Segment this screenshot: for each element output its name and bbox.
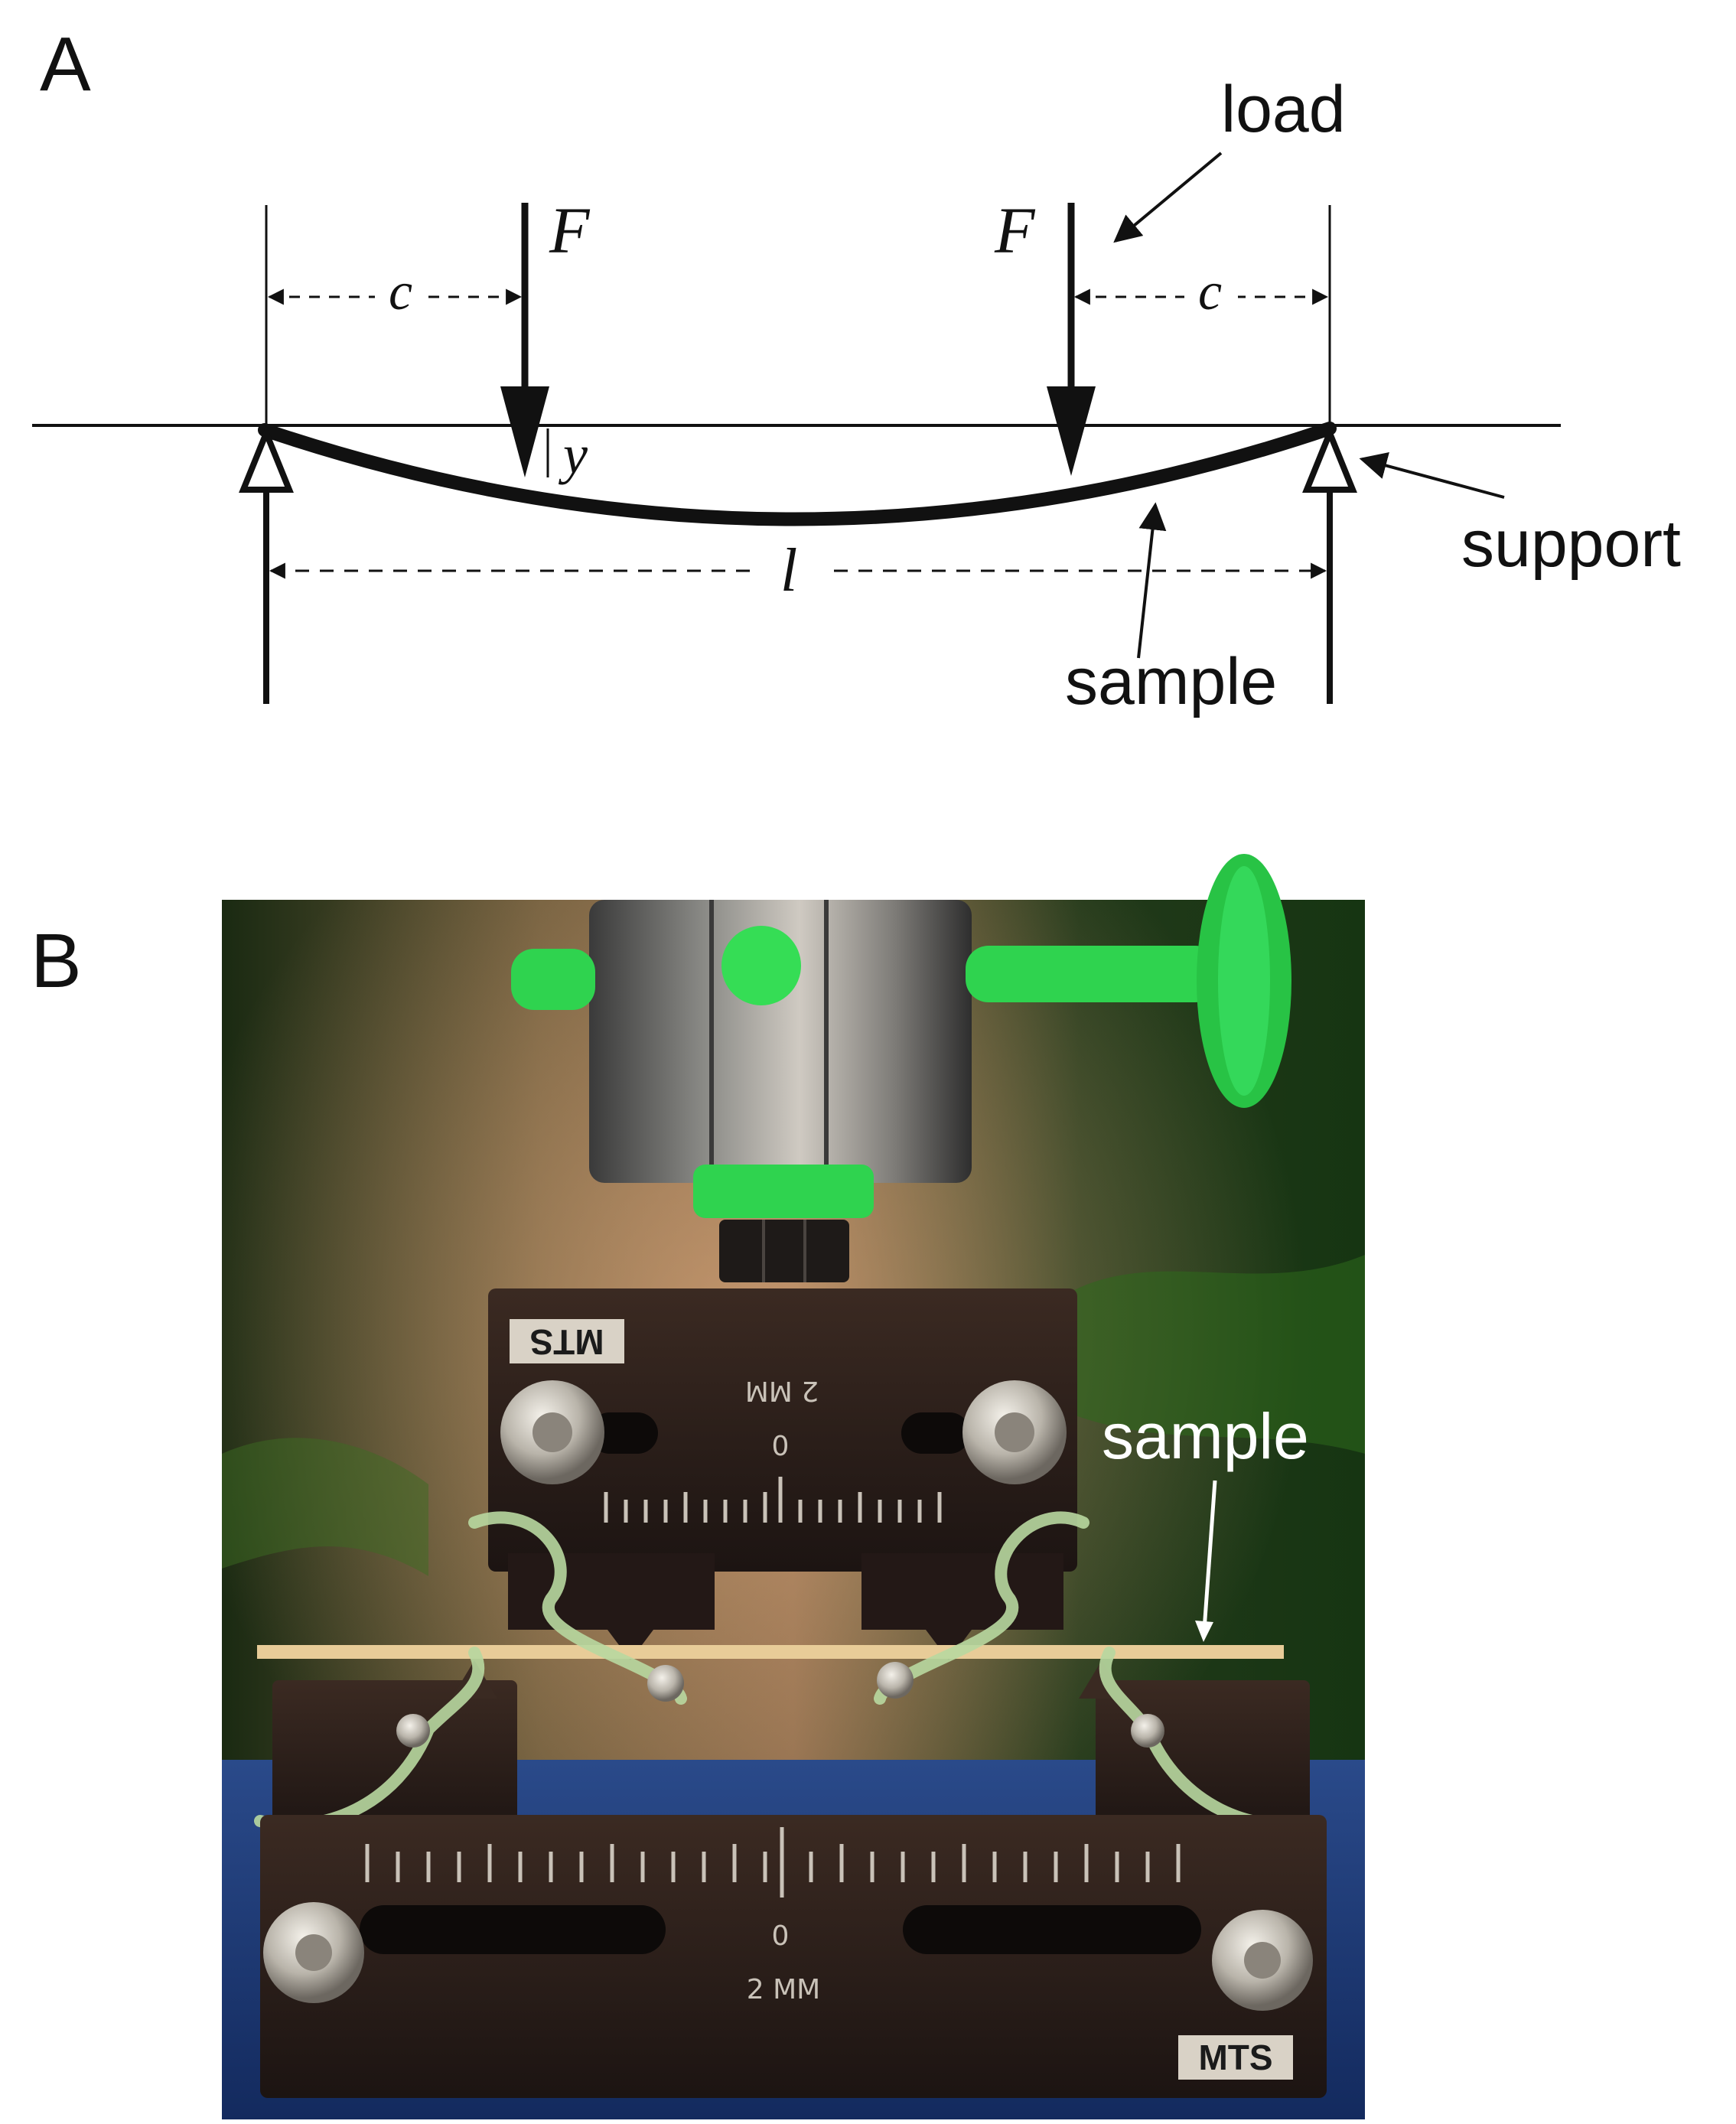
upper-scale-zero: 0 [772,1431,790,1462]
upper-scale-unit: 2 MM [745,1375,819,1406]
span-label-gap [757,536,826,604]
green-pin-left [511,949,595,1010]
lower-scale-zero: 0 [772,1920,790,1952]
lower-bolt-right-socket [1244,1942,1281,1979]
band-pin-4 [1131,1714,1164,1748]
sample-callout-label: sample [1065,645,1277,718]
left-offset-label-gap [375,264,428,325]
band-pin-2 [877,1662,914,1699]
support-callout-label: support [1461,507,1681,581]
photo-sample-arrowhead [1195,1621,1213,1642]
panel-b-letter: B [31,918,82,1004]
green-knob-center [721,926,801,1005]
deflected-sample-beam [258,422,1337,526]
upper-loading-nose-right [861,1553,1063,1660]
green-pin-right [966,946,1218,1002]
photo-sample-arrow [1202,1480,1217,1630]
upper-bolt-left-socket [533,1412,572,1452]
deflection-label: y [558,424,588,485]
background-green-swirl [1056,1255,1365,1454]
panel-a-letter: A [40,21,91,107]
right-offset-label-gap [1184,264,1238,325]
lower-scale-unit: 2 MM [747,1974,820,2005]
green-collar [693,1165,874,1218]
lower-brand-plate [1178,2035,1293,2080]
right-support [1302,425,1357,704]
hex-nut [719,1220,849,1282]
left-offset-label: c [389,262,412,321]
lower-tick-scale [365,1827,1181,1898]
lower-support-block-left [272,1680,517,1841]
upper-brand-label: MTS [529,1322,604,1362]
right-load-arrow [1047,203,1096,476]
lower-slot-right [903,1905,1201,1954]
photo-sample-label: sample [1102,1400,1309,1472]
upper-tick-scale [604,1477,942,1523]
support-callout-arrow [1359,452,1505,499]
band-pin-1 [647,1665,684,1702]
upper-slot-right [901,1412,970,1454]
upper-slot-left [589,1412,658,1454]
lower-bolt-left-socket [295,1934,332,1971]
background-green-swirl-left [222,1438,428,1576]
load-callout-label: load [1221,73,1346,146]
load-callout-arrow [1113,151,1223,243]
right-offset-label: c [1198,262,1222,321]
upper-bolt-right-socket [995,1412,1034,1452]
lower-slot-left [360,1905,666,1954]
load-cell-cylinder [589,900,972,1183]
panel-b-photo: B MTS 2 MM 0 [31,854,1365,2119]
sample-strip [257,1645,1284,1659]
span-label: l [780,537,797,604]
right-force-label: F [994,194,1036,267]
sample-callout-arrow [1137,502,1167,659]
upper-brand-plate [510,1319,624,1363]
lower-brand-label: MTS [1198,2038,1272,2077]
left-support [239,425,294,704]
panel-a-beam-diagram: A F F c c y [32,21,1681,718]
upper-fixture-block [488,1288,1077,1572]
green-wheel-face [1218,866,1270,1096]
left-force-label: F [549,194,591,267]
left-load-arrow [500,203,549,477]
lower-base-block [260,1815,1327,2098]
band-pin-3 [396,1714,430,1748]
